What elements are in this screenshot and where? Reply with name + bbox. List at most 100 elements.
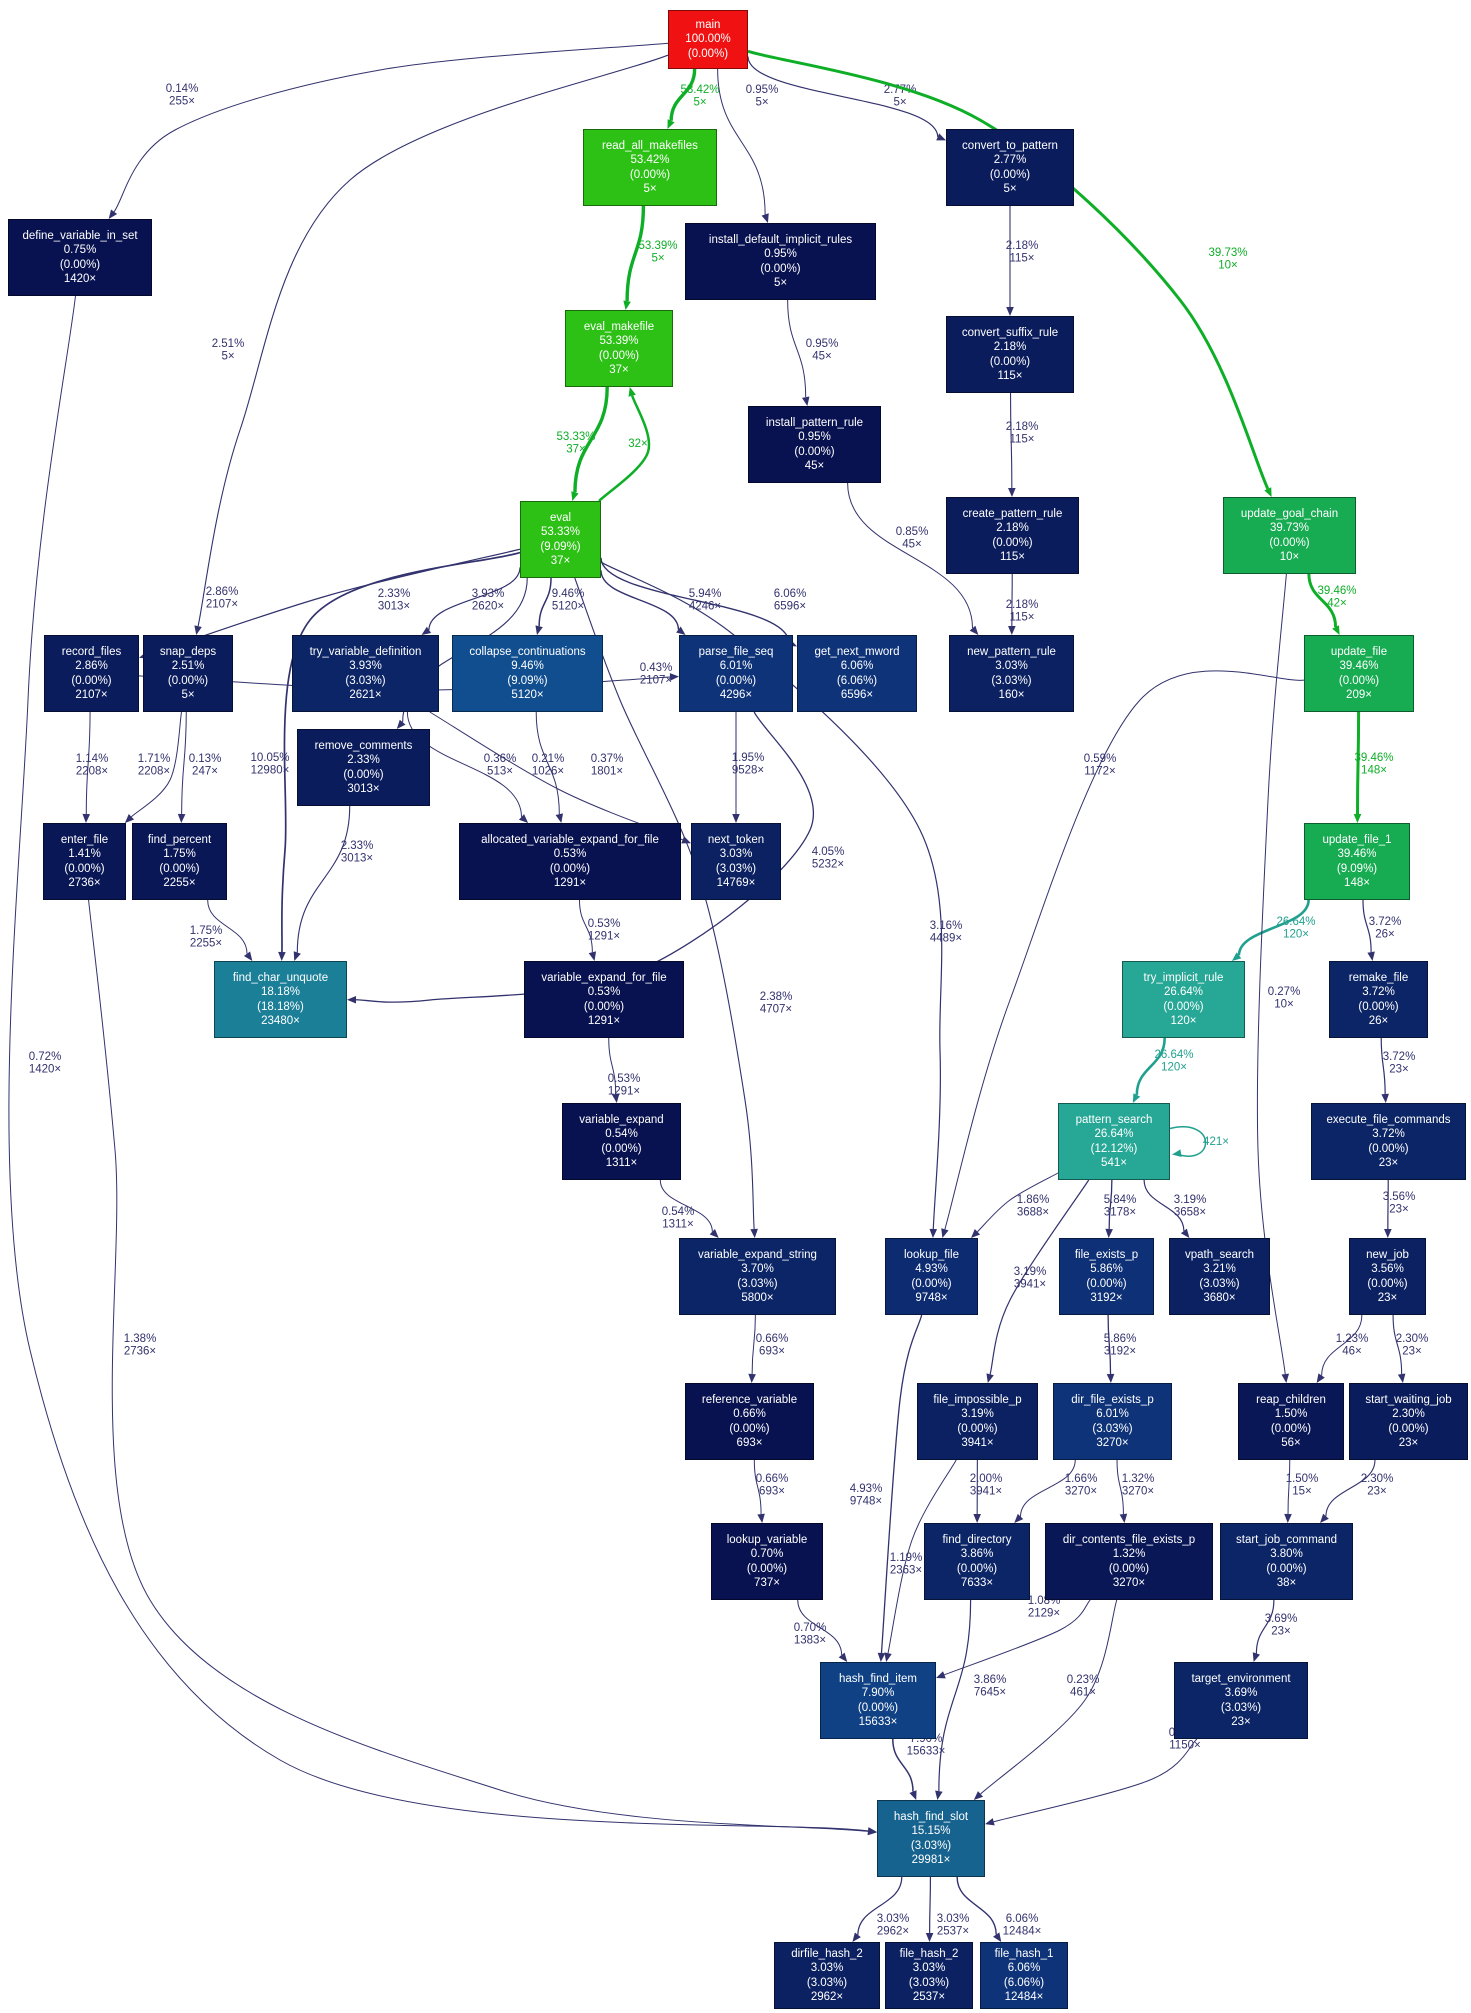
node-self-pct: (9.09%) xyxy=(507,674,548,687)
edge-snap_deps-enter_file: 0.13%247× xyxy=(124,711,221,823)
edge-find_directory-hash_find_slot: 3.86%7645× xyxy=(935,1599,1006,1800)
edge-label: 32× xyxy=(628,438,648,450)
node-self-pct: (0.00%) xyxy=(159,862,200,875)
edge-label: 1.32%3270× xyxy=(1122,1473,1155,1498)
edge-label: 53.33%37× xyxy=(556,431,595,456)
node-call-count: 37× xyxy=(550,554,571,567)
node-total-pct: 4.93% xyxy=(915,1263,948,1276)
node-label: enter_file xyxy=(60,834,109,846)
node-label: reference_variable xyxy=(701,1394,798,1406)
edge-main-snap_deps: 2.51%5× xyxy=(194,54,669,635)
edge-convert_suffix_rule-create_pattern_rule: 2.18%115× xyxy=(1006,392,1038,497)
node-self-pct: (0.00%) xyxy=(1269,536,1310,549)
node-call-count: 115× xyxy=(999,550,1026,563)
node-label: file_impossible_p xyxy=(933,1394,1022,1406)
edge-create_pattern_rule-new_pattern_rule: 2.18%115× xyxy=(1006,573,1038,635)
edge-label: 2.18%115× xyxy=(1006,240,1039,265)
node-label: install_default_implicit_rules xyxy=(708,234,853,246)
node-call-count: 1291× xyxy=(587,1014,621,1027)
node-self-pct: (0.00%) xyxy=(59,258,101,271)
node-label: lookup_file xyxy=(904,1249,959,1261)
node-self-pct: (0.00%) xyxy=(64,862,105,875)
edge-parse_file_seq-next_token: 1.95%9528× xyxy=(732,712,764,823)
edge-pattern_search-file_exists_p: 5.84%3178× xyxy=(1104,1179,1136,1238)
edge-try_implicit_rule-pattern_search: 26.64%120× xyxy=(1132,1037,1194,1103)
node-total-pct: 3.86% xyxy=(960,1548,994,1561)
node-call-count: 737× xyxy=(754,1576,780,1589)
node-call-count: 541× xyxy=(1101,1156,1127,1169)
edge-label: 1.23%46× xyxy=(1336,1333,1369,1358)
node-label: file_hash_2 xyxy=(899,1948,959,1960)
node-total-pct: 18.18% xyxy=(260,986,300,999)
edge-label: 0.14%255× xyxy=(166,83,199,108)
edge-read_all_makefiles-eval_makefile: 53.39%5× xyxy=(623,205,678,310)
edge-label: 26.64%120× xyxy=(1154,1049,1193,1074)
node-self-pct: (0.00%) xyxy=(167,674,209,687)
edge-main-define_variable_in_set: 0.14%255× xyxy=(108,42,669,219)
edge-label: 2.33%3013× xyxy=(341,840,374,865)
node-call-count: 1291× xyxy=(553,876,587,889)
edge-label: 2.30%23× xyxy=(1396,1333,1429,1358)
node-total-pct: 53.39% xyxy=(599,335,639,348)
edge-label: 39.46%148× xyxy=(1354,752,1393,777)
node-label: reap_children xyxy=(1256,1394,1326,1406)
node-call-count: 37× xyxy=(609,363,629,376)
edge-label: 2.33%3013× xyxy=(378,588,411,613)
edge-record_files-enter_file: 1.14%2208× xyxy=(76,711,108,823)
node-total-pct: 1.50% xyxy=(1274,1408,1308,1421)
edge-collapse_continuations-allocated_variable_expand_for_file: 0.37%1801× xyxy=(535,711,623,823)
node-call-count: 23× xyxy=(1398,1436,1419,1449)
node-total-pct: 5.86% xyxy=(1090,1263,1123,1276)
edge-dir_contents_file_exists_p-hash_find_slot: 0.23%461× xyxy=(973,1599,1118,1800)
edge-label: 2.38%4707× xyxy=(760,991,793,1016)
edge-label: 0.21%1026× xyxy=(532,753,565,778)
edge-start_job_command-target_environment: 3.69%23× xyxy=(1252,1599,1297,1662)
node-call-count: 2736× xyxy=(68,876,101,889)
node-self-pct: (0.00%) xyxy=(549,862,591,875)
node-label: next_token xyxy=(707,834,765,846)
node-label: update_file xyxy=(1330,646,1388,658)
edge-label: 3.03%2962× xyxy=(877,1913,910,1938)
edge-pattern_search-lookup_file: 1.86%3688× xyxy=(971,1172,1059,1238)
node-total-pct: 15.15% xyxy=(911,1825,951,1838)
edge-pattern_search-file_impossible_p: 3.19%3941× xyxy=(986,1179,1090,1383)
node-label: collapse_continuations xyxy=(469,646,586,658)
edge-label: 1.19%2363× xyxy=(890,1552,923,1577)
edge-label: 0.72%1420× xyxy=(29,1051,62,1076)
node-call-count: 2255× xyxy=(163,876,196,889)
node-total-pct: 3.80% xyxy=(1270,1548,1303,1561)
node-total-pct: 1.32% xyxy=(1112,1548,1146,1561)
node-total-pct: 3.03% xyxy=(810,1962,844,1975)
node-call-count: 3941× xyxy=(961,1436,994,1449)
node-self-pct: (6.06%) xyxy=(1003,1976,1045,1989)
edge-label: 39.46%42× xyxy=(1317,585,1356,610)
edge-define_variable_in_set-hash_find_slot: 0.72%1420× xyxy=(8,295,877,1835)
edge-label: 2.77%5× xyxy=(884,84,917,109)
edge-label: 3.19%3941× xyxy=(1014,1266,1047,1291)
node-total-pct: 2.18% xyxy=(993,341,1027,354)
node-call-count: 5800× xyxy=(741,1291,774,1304)
node-call-count: 5120× xyxy=(511,688,544,701)
edge-label: 4.05%5232× xyxy=(812,846,845,871)
node-call-count: 5× xyxy=(773,276,788,289)
node-self-pct: (3.03%) xyxy=(991,674,1032,687)
node-label: record_files xyxy=(61,646,122,658)
edge-allocated_variable_expand_for_file-variable_expand_for_file: 0.53%1291× xyxy=(578,899,620,961)
node-total-pct: 6.06% xyxy=(840,660,874,673)
node-call-count: 160× xyxy=(998,688,1025,701)
node-label: remake_file xyxy=(1348,972,1409,984)
node-self-pct: (0.00%) xyxy=(956,1562,998,1575)
edge-label: 0.95%5× xyxy=(746,84,779,109)
node-self-pct: (0.00%) xyxy=(1266,1562,1307,1575)
edge-label: 53.42%5× xyxy=(680,84,719,109)
edge-label: 10.05%12980× xyxy=(250,752,289,777)
node-total-pct: 3.93% xyxy=(349,660,382,673)
